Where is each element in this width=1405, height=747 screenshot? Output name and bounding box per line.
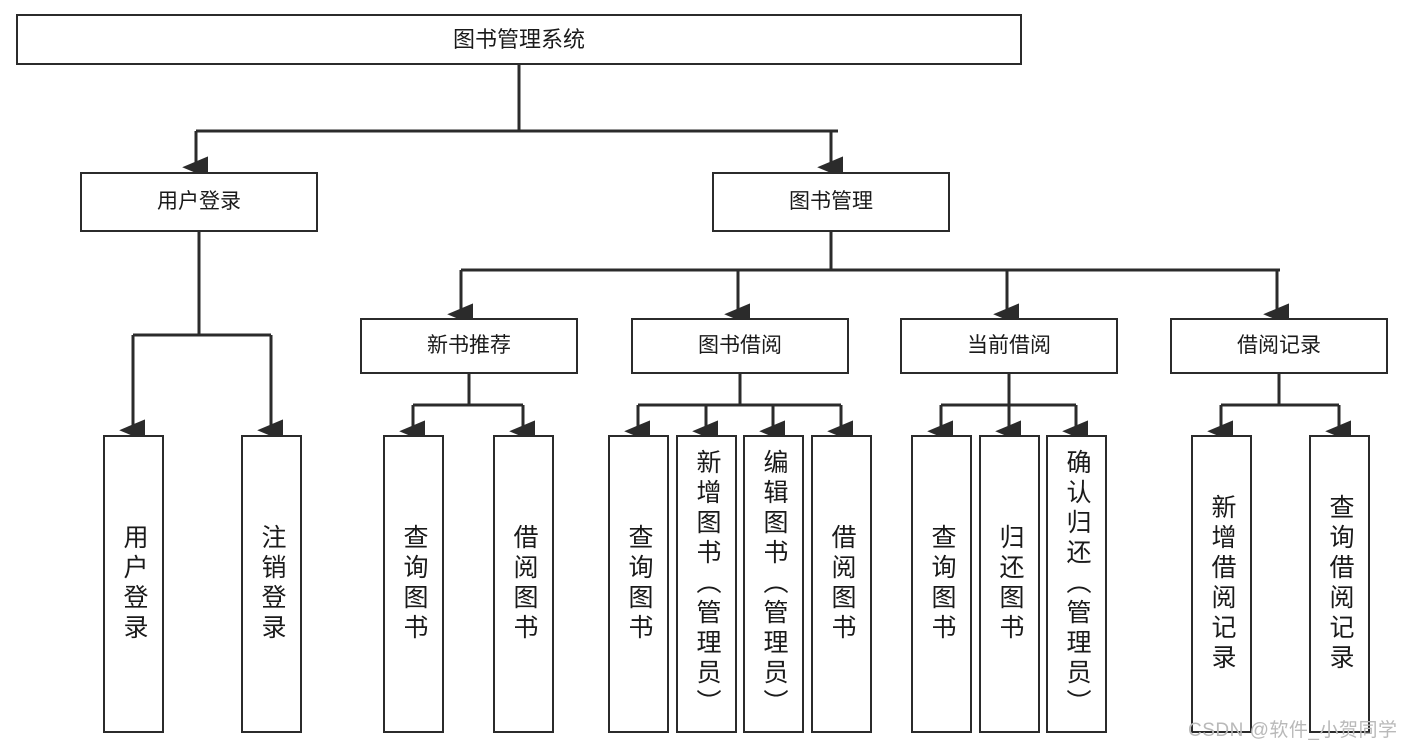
node-leaf-query-book-2-label: 查询图书: [625, 524, 653, 644]
node-current-borrow-label: 当前借阅: [967, 333, 1051, 357]
node-leaf-borrow-book-2-label: 借阅图书: [828, 524, 856, 644]
node-leaf-user-login-label: 用户登录: [120, 524, 148, 644]
node-leaf-add-record[interactable]: 新增借阅记录: [1191, 435, 1252, 733]
node-leaf-confirm-return-label: 确认归还（管理员）: [1063, 449, 1091, 719]
csdn-watermark: CSDN @软件_小贺同学: [1188, 720, 1398, 741]
node-leaf-query-record[interactable]: 查询借阅记录: [1309, 435, 1370, 733]
node-leaf-query-book-1[interactable]: 查询图书: [383, 435, 444, 733]
node-leaf-edit-book[interactable]: 编辑图书（管理员）: [743, 435, 804, 733]
node-leaf-query-record-label: 查询借阅记录: [1326, 494, 1354, 674]
node-book-borrow-label: 图书借阅: [698, 333, 782, 357]
node-leaf-logout-login-label: 注销登录: [258, 524, 286, 644]
node-leaf-borrow-book-2[interactable]: 借阅图书: [811, 435, 872, 733]
node-borrow-record-label: 借阅记录: [1237, 333, 1321, 357]
node-leaf-query-book-3[interactable]: 查询图书: [911, 435, 972, 733]
node-leaf-add-book-label: 新增图书（管理员）: [693, 449, 721, 719]
node-current-borrow[interactable]: 当前借阅: [900, 318, 1118, 374]
node-user-login[interactable]: 用户登录: [80, 172, 318, 232]
node-leaf-return-book-label: 归还图书: [996, 524, 1024, 644]
node-new-book-recommend-label: 新书推荐: [427, 333, 511, 357]
node-leaf-user-login[interactable]: 用户登录: [103, 435, 164, 733]
node-leaf-add-record-label: 新增借阅记录: [1208, 494, 1236, 674]
node-leaf-confirm-return[interactable]: 确认归还（管理员）: [1046, 435, 1107, 733]
node-book-manage-label: 图书管理: [789, 189, 873, 213]
node-new-book-recommend[interactable]: 新书推荐: [360, 318, 578, 374]
node-leaf-borrow-book-1-label: 借阅图书: [510, 524, 538, 644]
node-leaf-query-book-3-label: 查询图书: [928, 524, 956, 644]
node-user-login-label: 用户登录: [157, 189, 241, 213]
node-book-borrow[interactable]: 图书借阅: [631, 318, 849, 374]
node-leaf-add-book[interactable]: 新增图书（管理员）: [676, 435, 737, 733]
node-leaf-return-book[interactable]: 归还图书: [979, 435, 1040, 733]
node-root-label: 图书管理系统: [452, 26, 585, 52]
node-borrow-record[interactable]: 借阅记录: [1170, 318, 1388, 374]
node-leaf-logout-login[interactable]: 注销登录: [241, 435, 302, 733]
node-root[interactable]: 图书管理系统: [16, 14, 1022, 65]
node-book-manage[interactable]: 图书管理: [712, 172, 950, 232]
node-leaf-edit-book-label: 编辑图书（管理员）: [760, 449, 788, 719]
node-leaf-query-book-1-label: 查询图书: [400, 524, 428, 644]
node-leaf-query-book-2[interactable]: 查询图书: [608, 435, 669, 733]
node-leaf-borrow-book-1[interactable]: 借阅图书: [493, 435, 554, 733]
